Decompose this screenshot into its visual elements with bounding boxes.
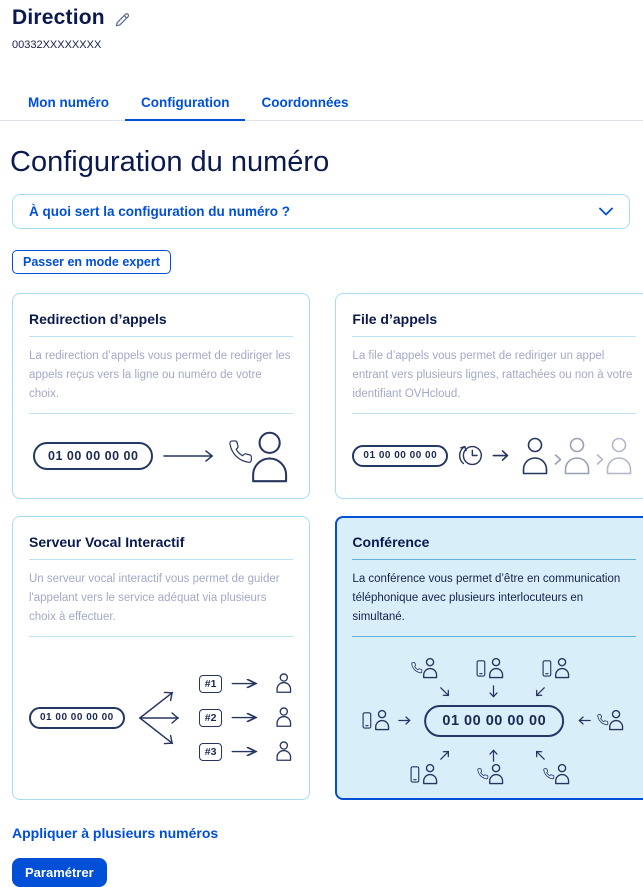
ivr-illustration: 01 00 00 00 00 #1 #2 [29,651,293,785]
conference-diagram: 01 00 00 00 00 [362,657,626,785]
separator [29,558,294,560]
arrow-right-icon [163,450,214,462]
separator [29,635,294,637]
apply-multiple-numbers-link[interactable]: Appliquer à plusieurs numéros [12,824,219,841]
queue-persons-icon [522,437,632,475]
phone-pill: 01 00 00 00 00 [352,444,449,467]
tab-bar: Mon numéro Configuration Coordonnées [0,88,643,121]
card-title: File d’appels [352,311,438,327]
arrow-right-icon [492,450,509,462]
separator [352,635,637,637]
arrow-icon [489,749,498,762]
card-redirection-appels[interactable]: Redirection d’appels La redirection d’ap… [12,293,311,499]
phone-pill: 01 00 00 00 00 [33,441,154,470]
person-with-handset-icon [476,763,506,785]
person-with-handset-icon [229,431,288,483]
ivr-option-badge: #2 [198,708,223,728]
service-phone-number: 00332XXXXXXXX [12,39,102,51]
person-with-handset-icon [596,709,626,731]
clock-history-icon [459,446,483,466]
page-title: Direction [12,6,105,29]
expert-mode-button[interactable]: Passer en mode expert [12,250,171,274]
arrow-icon [578,716,592,725]
separator [29,336,294,337]
arrow-right-icon [231,678,258,689]
person-with-handset-icon [410,657,440,679]
card-file-appels[interactable]: File d’appels La file d’appels vous perm… [335,293,643,499]
card-description: La conférence vous permet d’être en comm… [352,572,621,623]
ivr-options-column: #1 #2 #3 [198,673,294,762]
configuration-cards: Redirection d’appels La redirection d’ap… [12,293,643,800]
arrow-right-icon [231,712,258,723]
person-with-phone-icon [410,763,440,785]
person-with-phone-icon [362,709,392,731]
accordion-label: À quoi sert la configuration du numéro ? [29,204,291,219]
configure-button[interactable]: Paramétrer [12,857,107,887]
section-heading: Configuration du numéro [10,146,330,178]
card-description: La file d’appels vous permet de redirige… [352,350,633,400]
separator [352,558,637,560]
ivr-option-row: #3 [198,741,294,762]
phone-pill: 01 00 00 00 00 [29,706,125,729]
card-description: La redirection d’appels vous permet de r… [29,350,291,400]
card-conference[interactable]: Conférence La conférence vous permet d’ê… [335,515,643,800]
separator [29,412,294,414]
tab-configuration[interactable]: Configuration [125,88,246,121]
separator [352,412,637,414]
arrow-icon [437,684,452,699]
arrow-icon [489,685,498,698]
card-serveur-vocal-interactif[interactable]: Serveur Vocal Interactif Un serveur voca… [12,515,311,800]
separator [352,336,637,337]
edit-pencil-icon[interactable] [114,11,131,28]
person-icon [276,741,292,762]
phone-pill: 01 00 00 00 00 [424,704,565,737]
card-title: Conférence [352,533,430,550]
ivr-option-badge: #3 [198,742,223,762]
card-description: Un serveur vocal interactif vous permet … [29,572,280,623]
ivr-option-badge: #1 [198,674,223,694]
branch-arrows-icon [138,691,179,745]
tab-mon-numero[interactable]: Mon numéro [28,95,109,110]
card-title: Redirection d’appels [29,311,167,327]
person-with-phone-icon [542,657,572,679]
card-title: Serveur Vocal Interactif [29,533,185,550]
arrow-icon [398,716,411,725]
person-icon [276,673,292,694]
person-icon [276,707,292,728]
arrow-right-icon [231,746,258,757]
page-header: Direction 00332XXXXXXXX [12,6,630,51]
title-row: Direction [12,6,630,30]
chevron-down-icon [599,207,613,216]
redirection-illustration: 01 00 00 00 00 [29,428,293,484]
ivr-option-row: #1 [198,673,294,694]
person-with-phone-icon [476,657,506,679]
queue-illustration: 01 00 00 00 00 [352,428,636,484]
ivr-option-row: #2 [198,707,294,728]
tab-coordonnees[interactable]: Coordonnées [261,95,349,110]
arrow-icon [533,684,548,699]
help-accordion-toggle[interactable]: À quoi sert la configuration du numéro ? [12,194,630,229]
person-with-handset-icon [542,763,572,785]
conference-illustration: 01 00 00 00 00 [352,651,636,785]
arrow-icon [533,748,548,763]
arrow-icon [437,748,452,763]
